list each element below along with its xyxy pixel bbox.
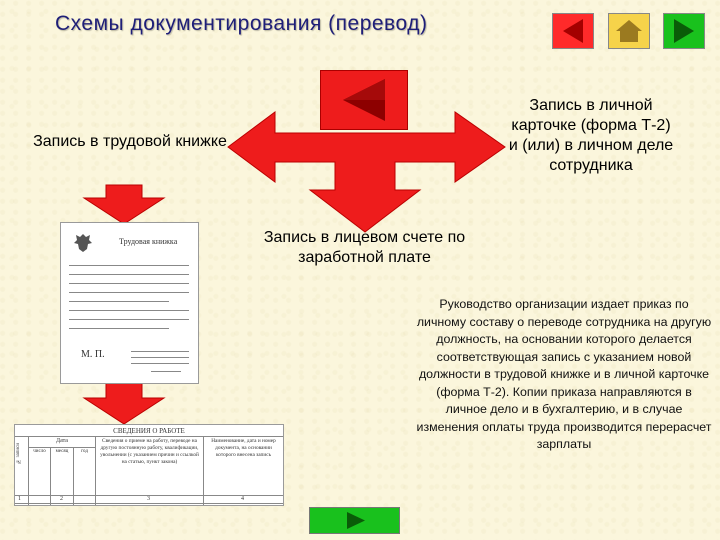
doc1-line — [69, 301, 169, 302]
doc2-line — [15, 436, 283, 437]
doc1-header: Трудовая книжка — [119, 237, 178, 246]
doc2-colnum-2: 2 — [60, 496, 63, 502]
doc2-line — [29, 447, 95, 448]
home-button[interactable] — [608, 13, 650, 49]
doc2-vline — [203, 436, 204, 505]
doc2-vline — [73, 447, 74, 505]
work-record-table-image: СВЕДЕНИЯ О РАБОТЕ № записи Дата число ме… — [14, 424, 284, 506]
triangle-right-icon — [347, 512, 365, 529]
doc2-col4-header: Наименование, дата и номер документа, на… — [211, 438, 276, 458]
back-button[interactable] — [552, 13, 594, 49]
next-button[interactable] — [309, 507, 400, 534]
doc2-header: СВЕДЕНИЯ О РАБОТЕ — [113, 427, 185, 435]
doc1-line — [69, 319, 189, 320]
doc2-vline — [28, 436, 29, 505]
double-arrow-shape — [227, 111, 506, 233]
doc2-colnum-1: 1 — [18, 496, 21, 502]
doc2-col3-header: Сведения о приеме на работу, переводе на… — [100, 438, 199, 465]
doc1-line — [69, 310, 189, 311]
doc2-date-month: месяц — [55, 449, 69, 454]
doc1-line — [69, 328, 169, 329]
doc2-vline — [95, 436, 96, 505]
triangle-left-icon — [563, 19, 583, 43]
forward-button[interactable] — [663, 13, 705, 49]
down-arrow-1 — [82, 184, 166, 225]
doc2-date-day: число — [33, 449, 46, 454]
home-icon — [616, 20, 642, 42]
doc1-line — [69, 274, 189, 275]
doc1-line — [69, 265, 189, 266]
doc1-line — [131, 351, 189, 352]
doc1-line — [69, 283, 189, 284]
doc1-line — [69, 292, 189, 293]
doc2-date-header: Дата — [56, 438, 68, 444]
down-arrow-2 — [82, 381, 166, 425]
page-title: Схемы документирования (перевод) — [55, 12, 428, 35]
doc2-date-year: год — [81, 449, 88, 454]
triangle-right-icon — [674, 19, 694, 43]
label-personal-card: Запись в личной карточке (форма Т-2) и (… — [508, 97, 674, 174]
triangle-left-icon — [343, 79, 385, 121]
doc2-line — [15, 495, 283, 496]
doc2-line — [15, 503, 283, 504]
doc1-line — [131, 357, 189, 358]
description-paragraph: Руководство организации издает приказ по… — [416, 297, 712, 451]
doc2-index-header: № записи — [16, 443, 21, 464]
doc1-stamp: М. П. — [81, 349, 105, 360]
work-book-image: Трудовая книжка М. П. — [60, 222, 199, 384]
doc2-vline — [50, 447, 51, 505]
doc1-line — [151, 371, 181, 372]
doc2-colnum-4: 4 — [241, 496, 244, 502]
label-personal-account: Запись в лицевом счете по заработной пла… — [263, 229, 466, 266]
doc1-line — [131, 363, 189, 364]
emblem-icon — [74, 234, 92, 252]
label-work-book: Запись в трудовой книжке — [33, 133, 227, 150]
center-back-button[interactable] — [320, 70, 408, 130]
doc2-colnum-3: 3 — [147, 496, 150, 502]
